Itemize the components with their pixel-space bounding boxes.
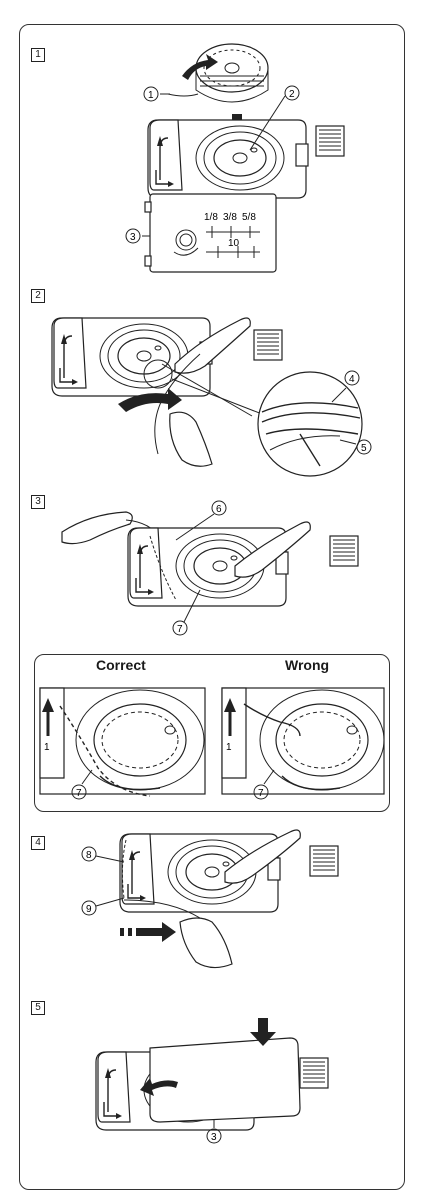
step-number-4: 4	[31, 836, 45, 850]
callout-6: 6	[216, 504, 222, 515]
hand-holding-thread	[169, 411, 213, 467]
hand-pulling-thread	[179, 917, 233, 969]
hand-finger	[224, 829, 301, 884]
callout-8: 8	[86, 850, 92, 861]
hand-holding-thread	[61, 511, 133, 545]
feed-dog-plate	[309, 845, 339, 877]
step-number-3: 3	[31, 495, 45, 509]
callout-1: 1	[148, 90, 154, 101]
hand-finger	[234, 521, 311, 578]
svg-text:1: 1	[226, 742, 232, 753]
wrong-example: 1	[221, 687, 385, 795]
rotation-arrow-icon	[182, 54, 218, 80]
step-5-illustration: 3	[95, 1018, 329, 1144]
scale-mark-3-8: 3/8	[223, 212, 237, 223]
correct-label: Correct	[96, 657, 146, 673]
bobbin-case	[147, 119, 309, 199]
step-2-illustration: 4 5	[51, 317, 372, 477]
right-arrow-icon	[120, 922, 176, 942]
step-3-illustration: 6 7	[61, 500, 359, 636]
svg-text:1: 1	[44, 742, 50, 753]
zoom-detail	[257, 371, 363, 477]
callout-3: 3	[130, 232, 136, 243]
step-number-2: 2	[31, 289, 45, 303]
callout-4: 4	[349, 374, 355, 385]
callout-9: 9	[86, 904, 92, 915]
callout-2: 2	[289, 89, 295, 100]
callout-7-correct: 7	[76, 788, 82, 799]
curved-arrow-icon	[140, 1078, 178, 1096]
feed-dog-plate	[315, 125, 345, 157]
curved-arrow-icon	[118, 388, 182, 412]
comparison-illustration: 1 7 1 7	[39, 687, 385, 800]
scale-mark-5-8: 5/8	[242, 212, 256, 223]
comparison-panel	[34, 654, 390, 812]
instruction-frame	[19, 24, 405, 1190]
needle-plate	[144, 193, 277, 273]
wrong-label: Wrong	[285, 657, 330, 673]
correct-example: 1	[39, 687, 206, 797]
step-number-5: 5	[31, 1001, 45, 1015]
feed-dog-plate	[329, 535, 359, 567]
feed-dog-plate	[253, 329, 283, 361]
scale-mark-1-8: 1/8	[204, 212, 218, 223]
feed-dog-plate	[299, 1057, 329, 1089]
callout-5: 5	[361, 443, 367, 454]
needle-plate-cover	[149, 1037, 301, 1123]
scale-mark-10: 10	[228, 238, 240, 249]
callout-3-step5: 3	[211, 1132, 217, 1143]
down-arrow-icon	[250, 1018, 276, 1046]
step-4-illustration: 8 9	[81, 829, 339, 969]
callout-7: 7	[177, 624, 183, 635]
step-1-illustration: 1/8 3/8 5/8 10 1 2 3	[125, 43, 345, 273]
callout-7-wrong: 7	[258, 788, 264, 799]
step-number-1: 1	[31, 48, 45, 62]
bobbin	[195, 43, 269, 103]
